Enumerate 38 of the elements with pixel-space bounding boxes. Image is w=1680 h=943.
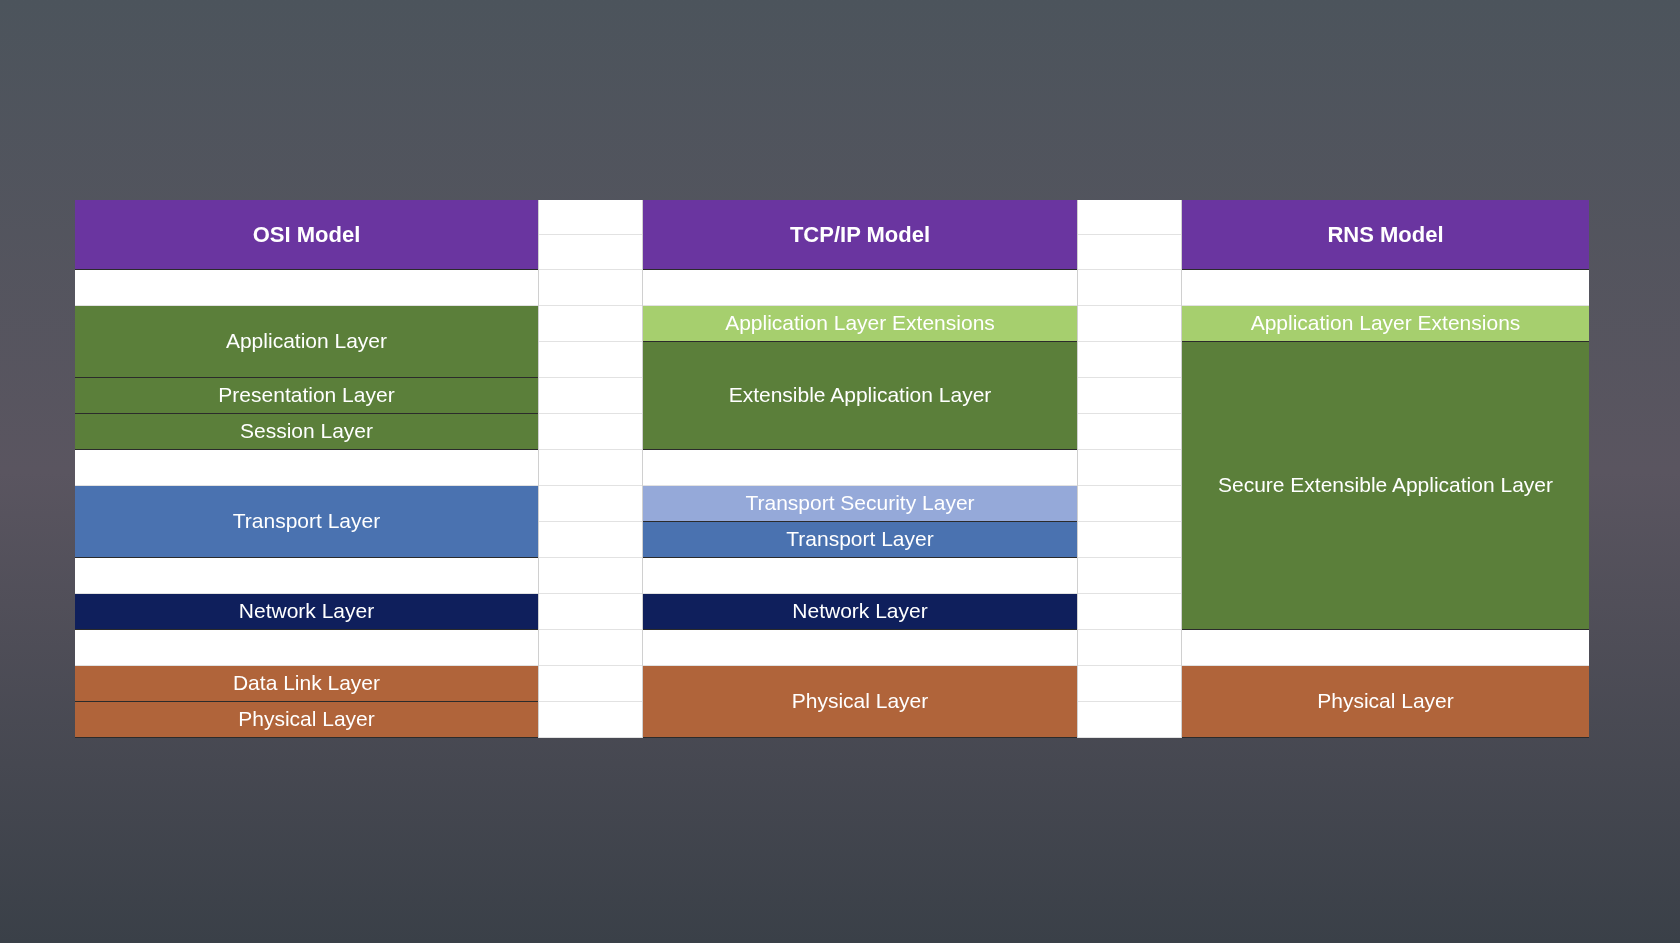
layer-label: Application Layer: [225, 328, 388, 355]
layer-bar: [75, 378, 538, 414]
layer-label: Secure Extensible Application Layer: [1217, 472, 1553, 499]
layer-bar: [1182, 666, 1589, 738]
layer-bar: [1182, 306, 1589, 342]
layer-bar: [75, 594, 538, 630]
layer-label: Physical Layer: [791, 688, 929, 715]
layer-bar: [643, 594, 1077, 630]
layer-label: Transport Security Layer: [745, 490, 975, 517]
column-title: RNS Model: [1327, 221, 1444, 249]
layer-bar: [75, 486, 538, 558]
layer-bar: [1182, 342, 1589, 630]
layer-label: Application Layer Extensions: [1250, 310, 1521, 337]
layer-bar: [643, 666, 1077, 738]
layer-label: Physical Layer: [238, 706, 375, 733]
layer-bar: [643, 342, 1077, 450]
layer-bar: [75, 414, 538, 450]
layer-label: Extensible Application Layer: [728, 382, 992, 409]
column-header: [75, 200, 538, 270]
layer-bar: [75, 306, 538, 378]
layer-bar: [643, 522, 1077, 558]
layer-label: Presentation Layer: [218, 382, 395, 409]
layer-bar: [75, 666, 538, 702]
column-header: [643, 200, 1077, 270]
layer-label: Transport Layer: [232, 508, 381, 535]
layer-label: Session Layer: [239, 418, 374, 445]
layer-label: Transport Layer: [786, 526, 934, 553]
column-title: TCP/IP Model: [789, 221, 931, 249]
layer-label: Data Link Layer: [232, 670, 381, 697]
layer-label: Application Layer Extensions: [725, 310, 995, 337]
column-header: [1182, 200, 1589, 270]
layer-label: Physical Layer: [1317, 688, 1454, 715]
column-title: OSI Model: [252, 221, 361, 249]
layer-bar: [75, 702, 538, 738]
layer-bar: [643, 306, 1077, 342]
layer-label: Network Layer: [792, 598, 928, 625]
layer-label: Network Layer: [238, 598, 375, 625]
layer-bar: [643, 486, 1077, 522]
